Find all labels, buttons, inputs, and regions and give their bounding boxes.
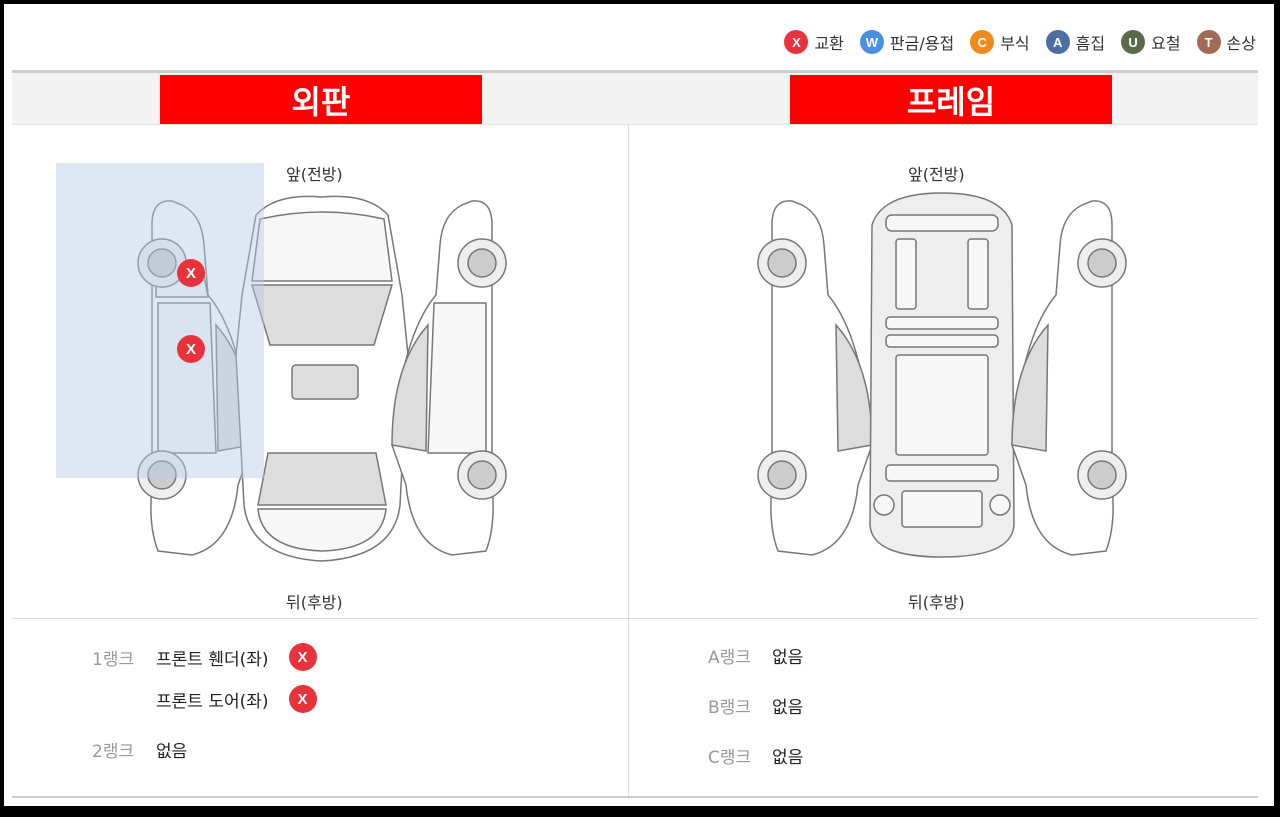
inspection-panel: X 교환 W 판금/용접 C 부식 A 흠집 U 요철 T 손상 외판 프레임 (12, 8, 1258, 799)
legend-item-welding: W 판금/용접 (859, 30, 955, 54)
hood[interactable] (251, 211, 393, 282)
rank-value: 없음 (772, 748, 804, 768)
legend-item-damage: T 손상 (1196, 30, 1256, 54)
rank-row-2: 2랭크 없음 (92, 737, 187, 762)
legend-label: 흠집 (1075, 34, 1106, 53)
section-header: 외판 프레임 (12, 70, 1258, 124)
legend-label: 요철 (1151, 34, 1181, 53)
tab-exterior: 외판 (160, 75, 482, 124)
legend-label: 교환 (814, 34, 844, 53)
rank-row-c: C랭크 없음 (708, 743, 803, 768)
bottom-divider (12, 796, 1258, 798)
exchange-icon: X (784, 30, 809, 54)
tab-frame: 프레임 (790, 75, 1112, 124)
rank-row-a: A랭크 없음 (708, 643, 803, 668)
dent-icon: U (1121, 30, 1146, 54)
front-label: 앞(전방) (908, 165, 965, 184)
legend-label: 손상 (1226, 34, 1256, 53)
rank-row-1: 1랭크 프론트 휀더(좌) X (92, 643, 317, 671)
rank-value: 프론트 휀더(좌) (156, 649, 269, 670)
exchange-icon: X (288, 643, 317, 671)
front-label: 앞(전방) (286, 165, 343, 184)
vertical-divider (628, 125, 629, 799)
welding-icon: W (859, 30, 884, 54)
diagram-panels: 앞(전방) 뒤(후방) (12, 124, 1258, 799)
exchange-marker-front-fender[interactable]: X (177, 259, 205, 287)
rear-label: 뒤(후방) (908, 593, 965, 612)
rank-value: 없음 (772, 648, 804, 668)
right-front-door[interactable] (427, 302, 487, 454)
rank-label: 2랭크 (92, 742, 135, 762)
exchange-marker-front-door[interactable]: X (177, 335, 205, 363)
rank-label: A랭크 (708, 648, 751, 668)
sunroof (291, 364, 359, 400)
scratch-icon: A (1045, 30, 1070, 54)
selected-area-highlight (56, 163, 264, 478)
damage-legend: X 교환 W 판금/용접 C 부식 A 흠집 U 요철 T 손상 (784, 30, 1256, 54)
rank-value: 없음 (772, 698, 804, 718)
rank-row-1b: 프론트 도어(좌) X (156, 685, 317, 713)
rank-row-b: B랭크 없음 (708, 693, 803, 718)
exterior-car-diagram (137, 195, 507, 562)
legend-item-exchange: X 교환 (784, 30, 844, 54)
exchange-icon: X (288, 685, 317, 713)
legend-label: 부식 (1000, 34, 1030, 53)
legend-item-scratch: A 흠집 (1045, 30, 1106, 54)
rear-window (257, 452, 387, 506)
frame-car-diagram (757, 192, 1127, 558)
rear-label: 뒤(후방) (286, 593, 343, 612)
legend-item-corrosion: C 부식 (970, 30, 1030, 54)
legend-label: 판금/용접 (889, 34, 955, 53)
inspection-frame: X 교환 W 판금/용접 C 부식 A 흠집 U 요철 T 손상 외판 프레임 (4, 4, 1274, 806)
corrosion-icon: C (970, 30, 995, 54)
damage-icon: T (1196, 30, 1221, 54)
rank-label: 1랭크 (92, 649, 135, 670)
horizontal-divider (12, 618, 1258, 619)
windshield (250, 284, 394, 346)
rank-value: 없음 (156, 742, 188, 762)
floor-panel[interactable] (895, 354, 989, 456)
trunk[interactable] (257, 508, 387, 552)
rank-label: B랭크 (708, 698, 751, 718)
legend-item-dent: U 요철 (1121, 30, 1181, 54)
rank-label: C랭크 (708, 748, 752, 768)
rank-value: 프론트 도어(좌) (156, 691, 269, 712)
